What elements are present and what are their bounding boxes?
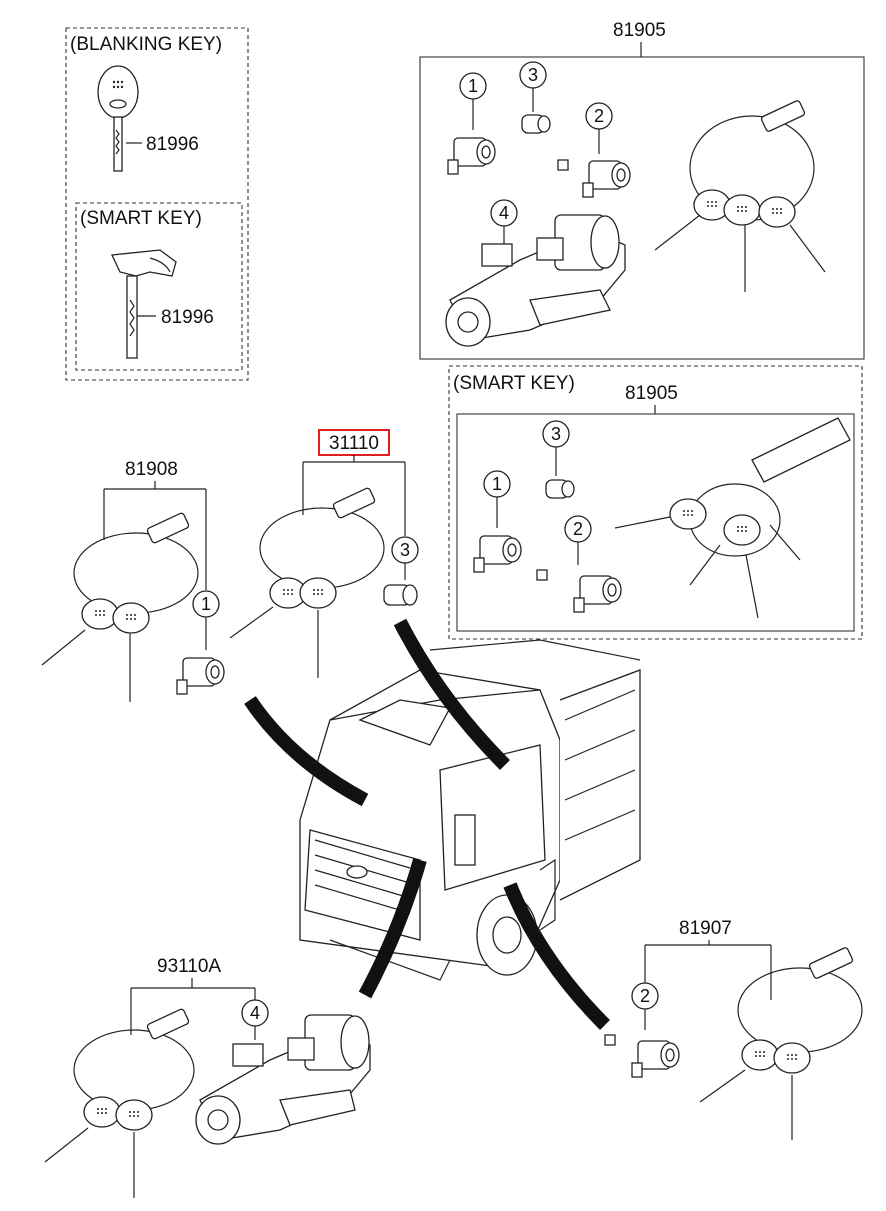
callout-2-text: 2 (594, 106, 604, 126)
callout-1-text: 1 (492, 474, 502, 494)
kit-81907: 81907 2 (604, 918, 863, 1140)
callout-3-text: 3 (551, 424, 561, 444)
ignition-switch-assembly-icon (445, 214, 626, 347)
pointer-line-ignition (358, 858, 427, 999)
smart-key-right-dashed-box (448, 365, 863, 640)
kit-93110a-label: 93110A (157, 956, 221, 977)
kit-81908-label: 81908 (125, 459, 178, 480)
blanking-key-part-number: 81996 (146, 134, 199, 155)
kit-81905-top-box (419, 56, 865, 360)
kit-93110a: 93110A 4 (44, 956, 371, 1198)
key-ring-set-bottom-left (44, 1008, 195, 1198)
callout-3-text: 3 (528, 65, 538, 85)
smart-key-left-dashed-box (75, 202, 243, 371)
ignition-switch-assembly-icon (195, 1014, 371, 1145)
part-31110-label[interactable]: 31110 (329, 433, 379, 454)
smart-key-fob-set-right (614, 417, 851, 619)
callout-1-text: 1 (468, 76, 478, 96)
lock-cylinder-small-icon (383, 584, 418, 606)
smart-key-left-title: (SMART KEY) (80, 208, 202, 229)
blanking-key-group: (BLANKING KEY) 81996 (SMART KEY) 81996 (65, 27, 249, 381)
pointer-line-door (503, 882, 610, 1030)
callout-4-text: 4 (250, 1003, 260, 1023)
blanking-key-icon (97, 65, 139, 172)
key-ring-set-left (41, 512, 199, 702)
blanking-key-dashed-outer-box (65, 27, 249, 381)
lock-cylinder-small-icon (545, 479, 575, 499)
smart-key-left-part-number: 81996 (161, 307, 214, 328)
callout-4-text: 4 (499, 203, 509, 223)
kit-81907-label: 81907 (679, 918, 732, 939)
callout-1-text: 1 (201, 594, 211, 614)
truck-illustration (299, 639, 641, 981)
callout-3-text: 3 (400, 540, 410, 560)
callout-2-text: 2 (640, 986, 650, 1006)
pointer-line-center (393, 618, 510, 770)
kit-81905-smart-label: 81905 (625, 383, 678, 404)
key-ring-set-center (229, 487, 385, 678)
pointer-line-left (244, 696, 369, 807)
smart-key-right-title: (SMART KEY) (453, 373, 575, 394)
key-ring-set-top-right (654, 100, 826, 292)
kit-81908: 81908 1 (41, 459, 225, 702)
lock-cylinder-small-icon (521, 114, 551, 134)
kit-81905-smart-box (456, 413, 855, 632)
key-ring-set-bottom-right (699, 947, 863, 1140)
kit-81905-smart: (SMART KEY) 81905 3 1 2 (448, 365, 863, 640)
part-31110: 31110 3 (229, 429, 419, 678)
blanking-key-title: (BLANKING KEY) (70, 34, 222, 55)
kit-81905-top-label: 81905 (613, 20, 666, 41)
smart-key-left-icon (111, 249, 177, 359)
callout-2-text: 2 (573, 519, 583, 539)
kit-81905-top: 81905 1 3 2 4 (419, 20, 865, 360)
